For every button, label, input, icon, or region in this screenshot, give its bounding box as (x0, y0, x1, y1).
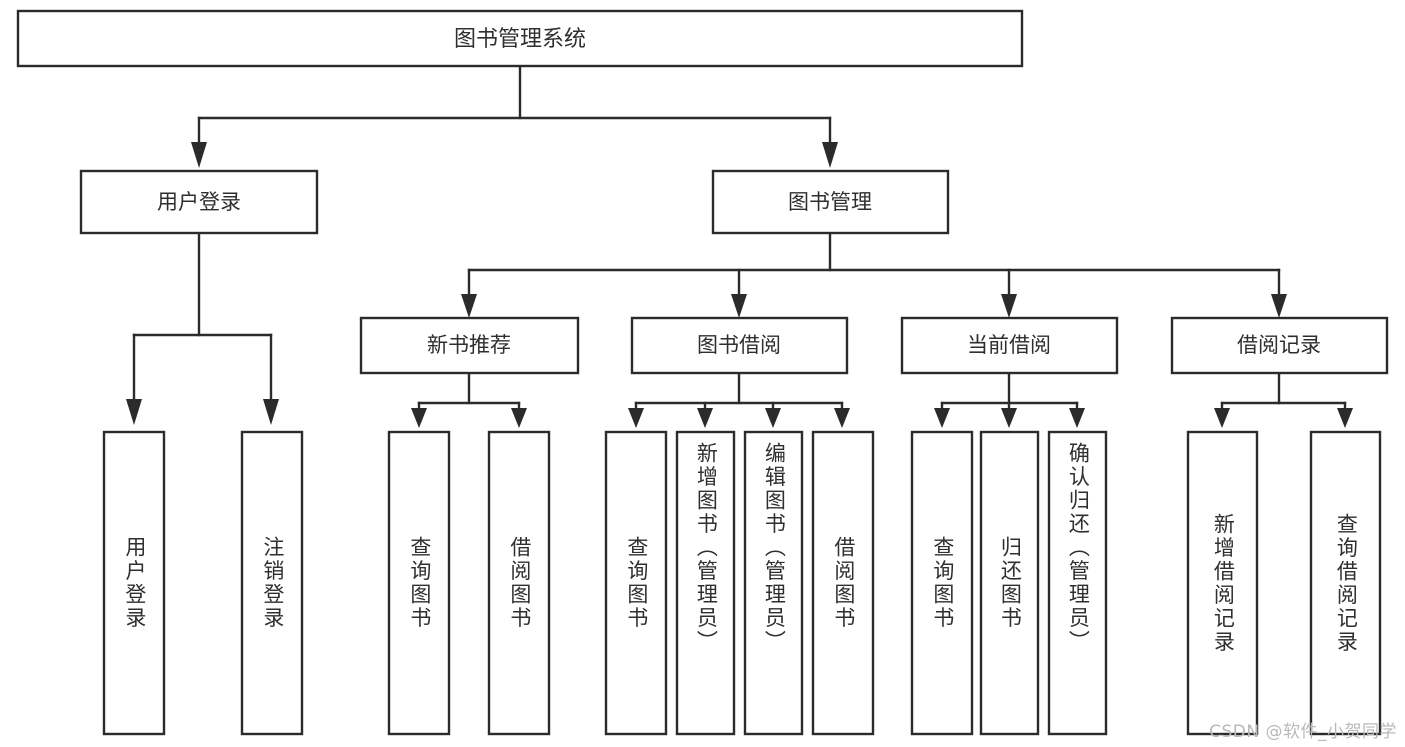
node-user-login-box[interactable] (79, 169, 319, 235)
arrow-head-current-borrow (1001, 294, 1017, 318)
node-leaf-confirm-return-admin[interactable] (1047, 430, 1108, 736)
node-new-book-recommend-box[interactable] (359, 316, 580, 375)
node-borrow-record[interactable]: 借阅记录 (1170, 316, 1389, 375)
arrow-head-leaf-borrow-book-1 (511, 408, 527, 428)
arrow-head-book-borrow (731, 294, 747, 318)
node-leaf-query-book-2-box[interactable] (604, 430, 668, 736)
node-book-manage-label: 图书管理 (788, 190, 872, 214)
node-leaf-add-book-admin-box[interactable] (675, 430, 736, 736)
node-user-login[interactable]: 用户登录 (79, 169, 319, 235)
node-leaf-add-book-admin[interactable] (675, 430, 736, 736)
node-user-login-label: 用户登录 (157, 190, 241, 214)
node-leaf-user-login-box[interactable] (102, 430, 166, 736)
node-leaf-add-borrow-record-box[interactable] (1186, 430, 1259, 736)
watermark: CSDN @软件_小贺同学 (1209, 722, 1397, 742)
node-root-box[interactable] (16, 9, 1024, 68)
connector-root-to-level2 (191, 64, 838, 168)
arrow-head-leaf-query-book-2 (628, 408, 644, 428)
node-leaf-logout-login-box[interactable] (240, 430, 304, 736)
arrow-head-leaf-return-book (1001, 408, 1017, 428)
node-current-borrow[interactable]: 当前借阅 (900, 316, 1119, 375)
node-leaf-query-borrow-record-box[interactable] (1309, 430, 1382, 736)
node-leaf-query-book-1[interactable] (387, 430, 451, 736)
node-leaf-add-borrow-record[interactable] (1186, 430, 1259, 736)
node-book-borrow-box[interactable] (630, 316, 849, 375)
arrow-head-leaf-confirm-return-admin (1069, 408, 1085, 428)
node-borrow-record-box[interactable] (1170, 316, 1389, 375)
arrow-head-leaf-user-login (126, 399, 142, 425)
connector-book-manage-to-level3 (461, 231, 1287, 318)
arrow-head-borrow-record (1271, 294, 1287, 318)
node-leaf-query-book-3-box[interactable] (910, 430, 974, 736)
node-leaf-user-login[interactable] (102, 430, 166, 736)
node-leaf-edit-book-admin-box[interactable] (743, 430, 804, 736)
node-current-borrow-box[interactable] (900, 316, 1119, 375)
node-leaf-query-book-1-box[interactable] (387, 430, 451, 736)
arrow-head-user-login (191, 142, 207, 168)
node-book-manage[interactable]: 图书管理 (711, 169, 950, 235)
node-leaf-confirm-return-admin-box[interactable] (1047, 430, 1108, 736)
node-leaf-borrow-book-2[interactable] (811, 430, 875, 736)
arrow-head-leaf-query-borrow-record (1337, 408, 1353, 428)
arrow-head-leaf-query-book-1 (411, 408, 427, 428)
node-leaf-logout-login[interactable] (240, 430, 304, 736)
node-new-book-recommend-label: 新书推荐 (427, 333, 511, 357)
arrow-head-leaf-edit-book-admin (765, 408, 781, 428)
node-leaf-borrow-book-1[interactable] (487, 430, 551, 736)
node-root[interactable]: 图书管理系统 (16, 9, 1024, 68)
node-borrow-record-label: 借阅记录 (1237, 333, 1321, 357)
node-book-manage-box[interactable] (711, 169, 950, 235)
connector-book-borrow-to-leaves (628, 371, 850, 428)
arrow-head-leaf-logout-login (263, 399, 279, 425)
arrow-head-book-manage (822, 142, 838, 168)
arrow-head-leaf-add-book-admin (697, 408, 713, 428)
node-leaf-query-book-2[interactable] (604, 430, 668, 736)
connector-borrow-record-to-leaves (1214, 371, 1353, 428)
node-leaf-borrow-book-2-box[interactable] (811, 430, 875, 736)
arrow-head-new-book-recommend (461, 294, 477, 318)
connector-current-borrow-to-leaves (934, 371, 1085, 428)
node-book-borrow[interactable]: 图书借阅 (630, 316, 849, 375)
node-leaf-return-book[interactable] (979, 430, 1040, 736)
node-leaf-query-borrow-record[interactable] (1309, 430, 1382, 736)
node-current-borrow-label: 当前借阅 (967, 333, 1051, 357)
connector-user-login-to-leaves (126, 231, 279, 425)
node-leaf-borrow-book-1-box[interactable] (487, 430, 551, 736)
node-leaf-query-book-3[interactable] (910, 430, 974, 736)
arrow-head-leaf-add-borrow-record (1214, 408, 1230, 428)
node-new-book-recommend[interactable]: 新书推荐 (359, 316, 580, 375)
node-root-label: 图书管理系统 (454, 27, 586, 52)
node-leaf-edit-book-admin[interactable] (743, 430, 804, 736)
node-book-borrow-label: 图书借阅 (697, 333, 781, 357)
connector-new-book-recommend-to-leaves (411, 371, 527, 428)
node-leaf-return-book-box[interactable] (979, 430, 1040, 736)
arrow-head-leaf-borrow-book-2 (834, 408, 850, 428)
arrow-head-leaf-query-book-3 (934, 408, 950, 428)
